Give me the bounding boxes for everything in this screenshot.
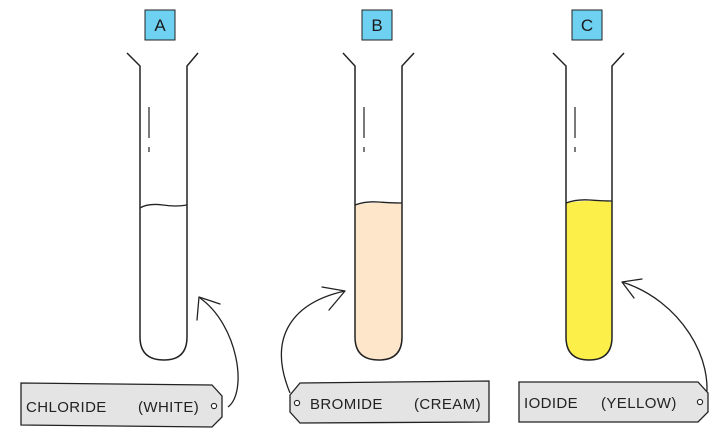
arrow-c: [621, 278, 708, 406]
tag-hole-b: [293, 399, 301, 407]
test-tube-c: C: [552, 9, 625, 361]
badge-b: [361, 9, 393, 41]
meniscus-a: [139, 203, 188, 209]
arrow-a: [196, 296, 239, 408]
meniscus-c: [565, 199, 613, 204]
tag-bromide-name: BROMIDE: [310, 396, 383, 413]
tag-chloride: CHLORIDE (WHITE): [20, 382, 223, 428]
tag-iodide-name: IODIDE: [524, 395, 578, 412]
badge-a: [144, 9, 176, 41]
tag-chloride-name: CHLORIDE: [26, 399, 107, 416]
liquid-a: [140, 204, 187, 360]
badge-a-label: A: [154, 16, 166, 35]
tube-b-outline: [342, 52, 415, 361]
badge-c: [571, 9, 603, 41]
meniscus-b: [354, 201, 403, 206]
tag-iodide-color: (YELLOW): [601, 395, 677, 412]
tube-c-outline: [552, 52, 625, 361]
tag-bromide: BROMIDE (CREAM): [289, 380, 490, 424]
liquid-b: [355, 202, 402, 360]
test-tube-a: A: [126, 9, 199, 361]
tube-a-outline: [126, 52, 199, 361]
test-tube-b: B: [342, 9, 415, 361]
liquid-c: [566, 200, 612, 360]
tag-chloride-color: (WHITE): [138, 399, 199, 416]
tag-hole-a: [210, 402, 218, 410]
badge-c-label: C: [581, 16, 593, 35]
badge-b-label: B: [371, 16, 382, 35]
arrow-b: [280, 286, 346, 394]
tag-bromide-color: (CREAM): [414, 396, 481, 413]
tag-hole-c: [696, 398, 704, 406]
tag-iodide: IODIDE (YELLOW): [518, 381, 709, 423]
